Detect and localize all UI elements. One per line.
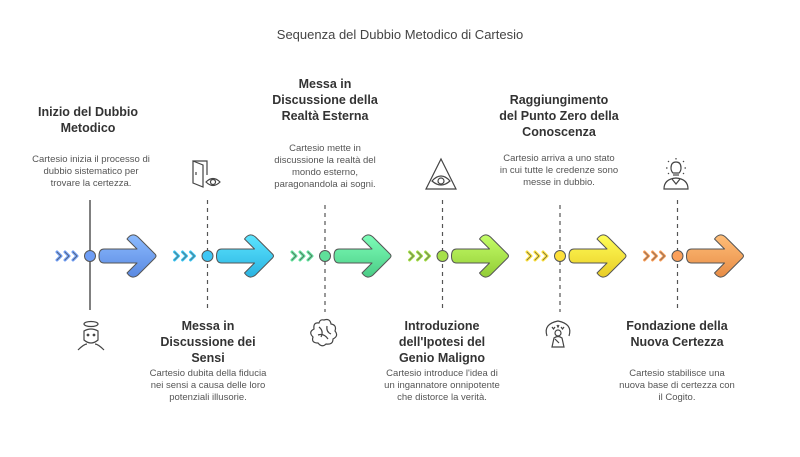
step-6-node bbox=[671, 250, 684, 262]
step-1-description: Cartesio inizia il processo di dubbio si… bbox=[32, 154, 150, 189]
chevron-icon bbox=[417, 251, 422, 261]
step-5-node bbox=[554, 250, 566, 262]
step-1-node bbox=[84, 250, 96, 262]
chevron-icon bbox=[56, 251, 62, 261]
meditating-person-icon bbox=[545, 320, 571, 348]
chevron-icon bbox=[526, 251, 532, 261]
chevron-icon bbox=[71, 250, 79, 262]
step-3-description: Cartesio mette in discussione la realtà … bbox=[274, 143, 376, 190]
chevron-icon bbox=[541, 250, 549, 262]
diagram-title: Sequenza del Dubbio Metodico di Cartesio bbox=[276, 27, 524, 42]
step-4-heading: Introduzione dell'Ipotesi del Genio Mali… bbox=[398, 319, 486, 365]
chevron-icon bbox=[64, 251, 70, 261]
eye-pyramid-icon bbox=[425, 157, 457, 190]
chevron-icon bbox=[290, 250, 298, 262]
angel-face-icon bbox=[77, 320, 105, 351]
step-4-description: Cartesio introduce l'idea di un ingannat… bbox=[384, 368, 500, 403]
step-5-arrow bbox=[568, 234, 627, 278]
chevron-icon bbox=[63, 250, 71, 262]
step-5-description: Cartesio arriva a uno stato in cui tutte… bbox=[499, 153, 619, 188]
chevron-icon bbox=[534, 251, 540, 261]
step-2-description: Cartesio dubita della fiducia nei sensi … bbox=[149, 368, 267, 403]
chevron-icon bbox=[425, 251, 430, 261]
chevron-icon bbox=[424, 250, 431, 262]
step-1-heading: Inizio del Dubbio Metodico bbox=[38, 105, 138, 135]
step-2-node bbox=[201, 250, 214, 262]
step-4-node bbox=[436, 250, 449, 262]
step-4-arrow bbox=[451, 234, 509, 278]
chevron-icon bbox=[189, 250, 196, 262]
chevron-icon bbox=[525, 250, 533, 262]
chevron-icon bbox=[174, 251, 179, 261]
chevron-icon bbox=[306, 250, 314, 262]
chevron-icon bbox=[652, 251, 657, 261]
step-2-arrow bbox=[216, 234, 274, 278]
chevron-icon bbox=[651, 250, 658, 262]
step-2-heading: Messa in Discussione dei Sensi bbox=[160, 319, 256, 365]
chevron-icon bbox=[182, 251, 187, 261]
step-3-heading: Messa in Discussione della Realtà Estern… bbox=[272, 77, 378, 123]
chevron-icon bbox=[181, 250, 188, 262]
step-6-description: Cartesio stabilisce una nuova base di ce… bbox=[619, 368, 735, 403]
step-5-heading: Raggiungimento del Punto Zero della Cono… bbox=[499, 93, 619, 139]
chevron-icon bbox=[298, 250, 306, 262]
step-6-heading: Fondazione della Nuova Certezza bbox=[626, 319, 728, 349]
step-6-arrow bbox=[686, 234, 744, 278]
step-3-arrow bbox=[333, 234, 392, 278]
chevron-icon bbox=[291, 251, 297, 261]
chevron-icon bbox=[542, 251, 548, 261]
step-3-node bbox=[319, 250, 331, 262]
cloud-flower-icon bbox=[310, 318, 338, 347]
chevron-icon bbox=[408, 250, 415, 262]
step-1-arrow bbox=[98, 234, 157, 278]
door-eye-icon bbox=[192, 160, 221, 188]
chevron-icon bbox=[416, 250, 423, 262]
chevron-icon bbox=[55, 250, 63, 262]
chevron-icon bbox=[643, 250, 650, 262]
chevron-icon bbox=[307, 251, 313, 261]
chevron-icon bbox=[409, 251, 414, 261]
chevron-icon bbox=[660, 251, 665, 261]
chevron-icon bbox=[533, 250, 541, 262]
chevron-icon bbox=[659, 250, 666, 262]
chevron-icon bbox=[72, 251, 78, 261]
chevron-icon bbox=[299, 251, 305, 261]
chevron-icon bbox=[190, 251, 195, 261]
chevron-icon bbox=[644, 251, 649, 261]
chevron-icon bbox=[173, 250, 180, 262]
lightbulb-person-icon bbox=[663, 158, 689, 190]
